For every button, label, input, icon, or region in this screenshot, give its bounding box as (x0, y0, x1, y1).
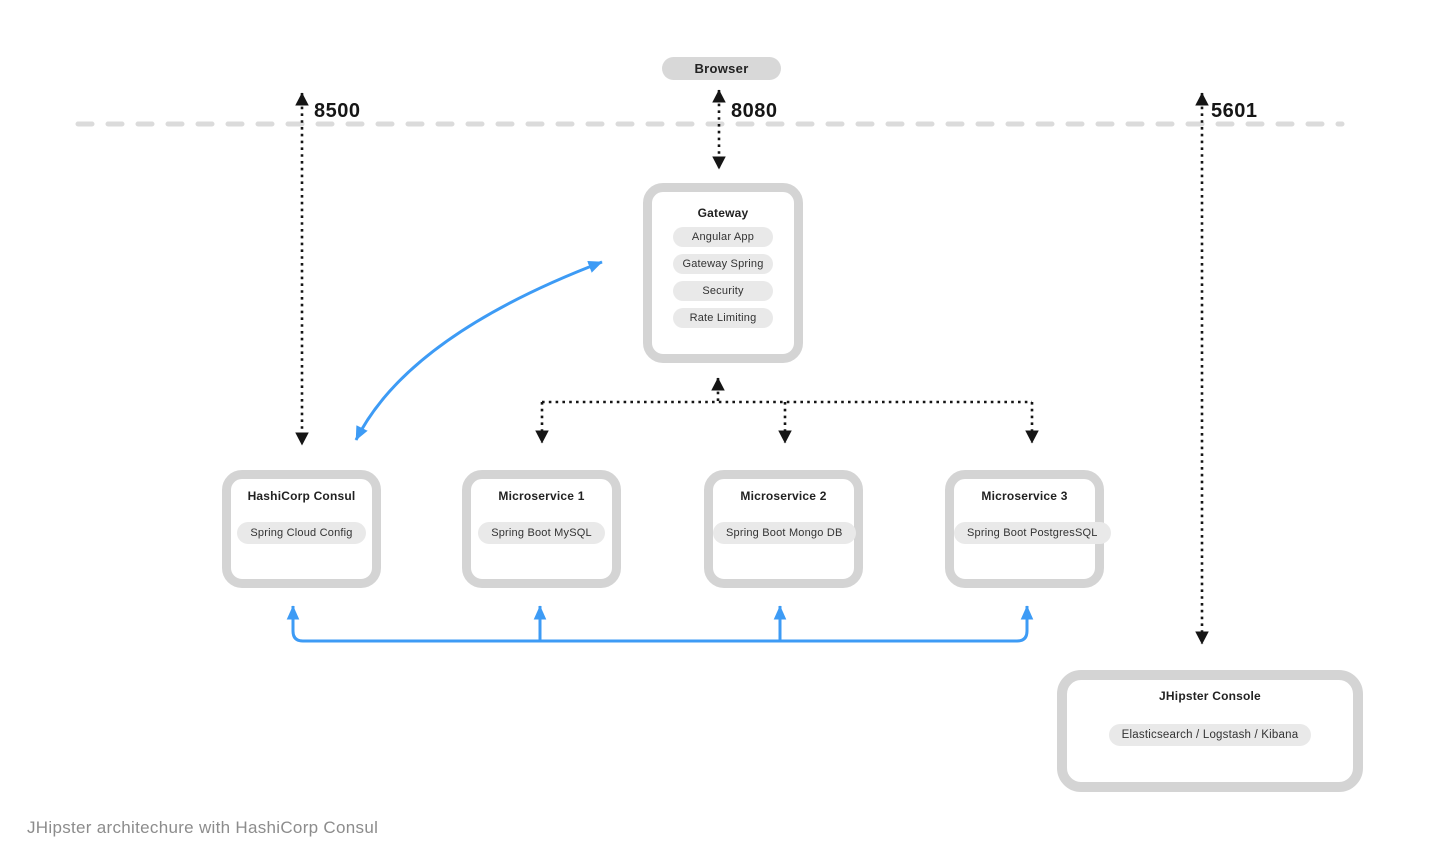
microservice-3-node: Microservice 3 Spring Boot PostgresSQL (945, 470, 1111, 588)
port-label-8080: 8080 (731, 100, 778, 122)
gateway-pill-security: Security (673, 281, 773, 301)
hashicorp-consul-title: HashiCorp Consul (247, 489, 356, 503)
gateway-pill-angular-app: Angular App (673, 227, 773, 247)
jhipster-console-title: JHipster Console (1159, 689, 1261, 703)
browser-label: Browser (694, 61, 749, 76)
elk-stack-pill: Elasticsearch / Logstash / Kibana (1108, 724, 1312, 746)
browser-node: Browser (662, 57, 781, 80)
microservice-2-node: Microservice 2 Spring Boot Mongo DB (704, 470, 863, 588)
gateway-node: Gateway Angular App Gateway Spring Secur… (643, 183, 803, 363)
spring-cloud-config-pill: Spring Cloud Config (237, 522, 366, 544)
microservice-1-node: Microservice 1 Spring Boot MySQL (462, 470, 621, 588)
microservice-2-title: Microservice 2 (740, 489, 827, 503)
microservice-3-title: Microservice 3 (981, 489, 1068, 503)
port-label-8500: 8500 (314, 100, 361, 122)
hashicorp-consul-node: HashiCorp Consul Spring Cloud Config (222, 470, 381, 588)
diagram-caption: JHipster architechure with HashiCorp Con… (27, 818, 379, 837)
gateway-title: Gateway (697, 206, 749, 220)
port-label-5601: 5601 (1211, 100, 1258, 122)
jhipster-console-node: JHipster Console Elasticsearch / Logstas… (1057, 670, 1363, 792)
registry-bus-line (286, 605, 1034, 643)
gateway-pill-rate-limiting: Rate Limiting (673, 308, 773, 328)
spring-boot-mongo-db-pill: Spring Boot Mongo DB (713, 522, 856, 544)
gateway-pill-gateway-spring: Gateway Spring (673, 254, 773, 274)
spring-boot-mysql-pill: Spring Boot MySQL (478, 522, 605, 544)
microservice-1-title: Microservice 1 (498, 489, 585, 503)
spring-boot-postgressql-pill: Spring Boot PostgresSQL (954, 522, 1111, 544)
consul-gateway-arrow (354, 260, 603, 441)
